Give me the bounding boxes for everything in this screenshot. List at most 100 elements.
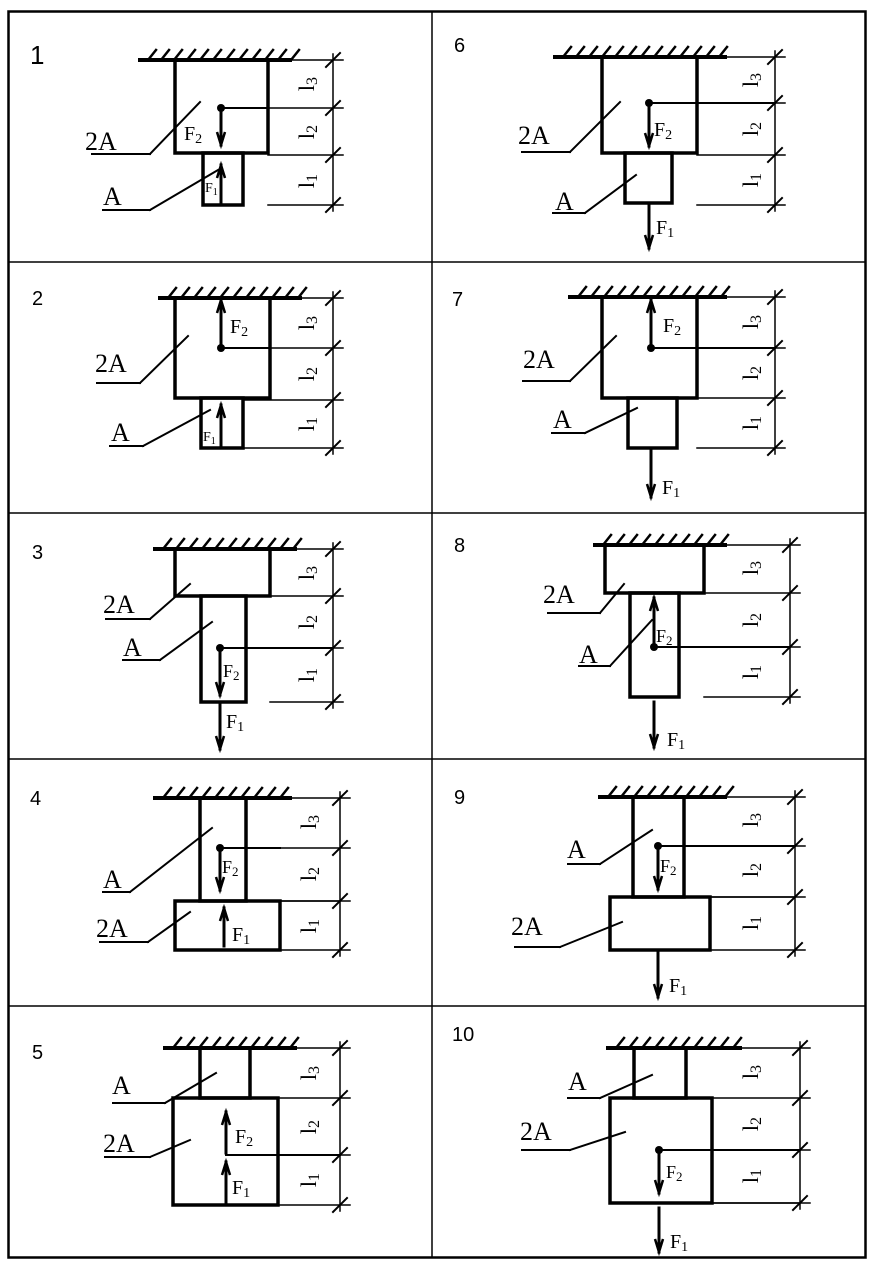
dimension-tick <box>324 540 342 558</box>
support-hatch <box>283 286 295 300</box>
support-hatch <box>174 786 186 800</box>
rod-section-A <box>632 1046 688 1100</box>
support-hatch <box>262 1036 274 1050</box>
dimension-tick <box>766 389 784 407</box>
load-point <box>217 104 225 112</box>
force-arrowhead <box>653 1179 665 1198</box>
leader-line <box>598 828 654 866</box>
area-label-A: A <box>579 640 598 669</box>
load-point <box>645 99 653 107</box>
dimension-tick <box>324 99 342 117</box>
dimension-tick <box>766 48 784 66</box>
leader-line <box>148 100 202 156</box>
support-hatch <box>574 45 586 59</box>
support-hatch <box>275 1036 287 1050</box>
leader-line <box>583 173 638 215</box>
force-arrowhead <box>215 295 227 314</box>
force-arrowhead <box>214 876 226 895</box>
dimension-tick <box>791 1141 809 1159</box>
dim-label-l3: l3 <box>294 77 321 91</box>
scheme-number-2: 2 <box>32 288 43 310</box>
leader-line <box>146 910 192 944</box>
dimension-tick <box>331 839 349 857</box>
force-label-F2: F2 <box>656 626 673 648</box>
dimension-tick <box>786 941 804 959</box>
dim-label-l1: l1 <box>738 1169 765 1183</box>
dim-label-l2: l2 <box>738 366 765 380</box>
area-label-2A: 2A <box>103 590 135 619</box>
area-label-A: A <box>568 1067 587 1096</box>
support-hatch <box>718 533 730 547</box>
leader-line <box>598 1073 654 1100</box>
dimension-tick <box>331 892 349 910</box>
dimension-tick <box>766 94 784 112</box>
rod-section-2A <box>173 899 282 952</box>
dim-label-l1: l1 <box>294 417 321 431</box>
dimension-tick <box>786 888 804 906</box>
area-label-A: A <box>553 405 572 434</box>
force-label-F1: F1 <box>232 1177 250 1201</box>
force-arrowhead <box>645 295 657 314</box>
force-arrowhead <box>652 875 664 894</box>
dimension-tick <box>766 146 784 164</box>
support-hatch <box>684 785 696 799</box>
load-point <box>650 643 658 651</box>
support-hatch <box>717 45 729 59</box>
dimension-tick <box>331 1196 349 1214</box>
leader-line <box>608 618 654 668</box>
support-hatch <box>161 786 173 800</box>
support-hatch <box>587 45 599 59</box>
scheme-number-3: 3 <box>32 542 43 564</box>
area-label-2A: 2A <box>511 912 543 941</box>
support-hatch <box>146 48 158 62</box>
dimension-tick <box>324 196 342 214</box>
force-arrowhead <box>643 234 655 253</box>
support-hatch <box>731 1036 743 1050</box>
dimension-tick <box>324 289 342 307</box>
area-label-2A: 2A <box>543 580 575 609</box>
force-label-F2: F2 <box>223 661 240 683</box>
dimension-tick <box>324 146 342 164</box>
support-hatch <box>710 785 722 799</box>
support-hatch <box>289 48 301 62</box>
force-label-F1: F1 <box>662 477 680 501</box>
force-label-F2: F2 <box>663 315 681 339</box>
dim-label-l3: l3 <box>296 1066 323 1080</box>
dim-label-l1: l1 <box>738 916 765 930</box>
scheme-number-10: 10 <box>452 1024 474 1046</box>
leader-line <box>148 1138 192 1159</box>
force-arrowhead <box>218 903 230 922</box>
leader-line <box>163 1071 218 1105</box>
dim-label-l2: l2 <box>296 867 323 881</box>
scheme-number-7: 7 <box>452 289 463 311</box>
leader-line <box>583 406 639 435</box>
support-hatch <box>576 285 588 299</box>
support-hatch <box>252 786 264 800</box>
scheme-number-4: 4 <box>30 788 41 810</box>
force-label-F1: F1 <box>669 975 687 999</box>
support-hatch <box>718 1036 730 1050</box>
leader-line <box>598 582 626 615</box>
load-point <box>216 644 224 652</box>
rod-section-A <box>201 151 245 207</box>
support-hatch <box>166 286 178 300</box>
dim-label-l2: l2 <box>738 1117 765 1131</box>
leader-line <box>158 620 214 662</box>
force-label-F2: F2 <box>230 316 248 340</box>
dimension-tick <box>791 1039 809 1057</box>
force-arrowhead <box>648 733 660 752</box>
support-hatch <box>184 1036 196 1050</box>
area-label-2A: 2A <box>85 127 117 156</box>
dimension-tick <box>331 1089 349 1107</box>
rod-section-A <box>626 396 679 450</box>
dimension-tick <box>331 789 349 807</box>
force-label-F1: F1 <box>232 924 250 948</box>
scheme-number-9: 9 <box>454 787 465 809</box>
scheme-number-1: 1 <box>30 40 44 70</box>
support-hatch <box>619 785 631 799</box>
